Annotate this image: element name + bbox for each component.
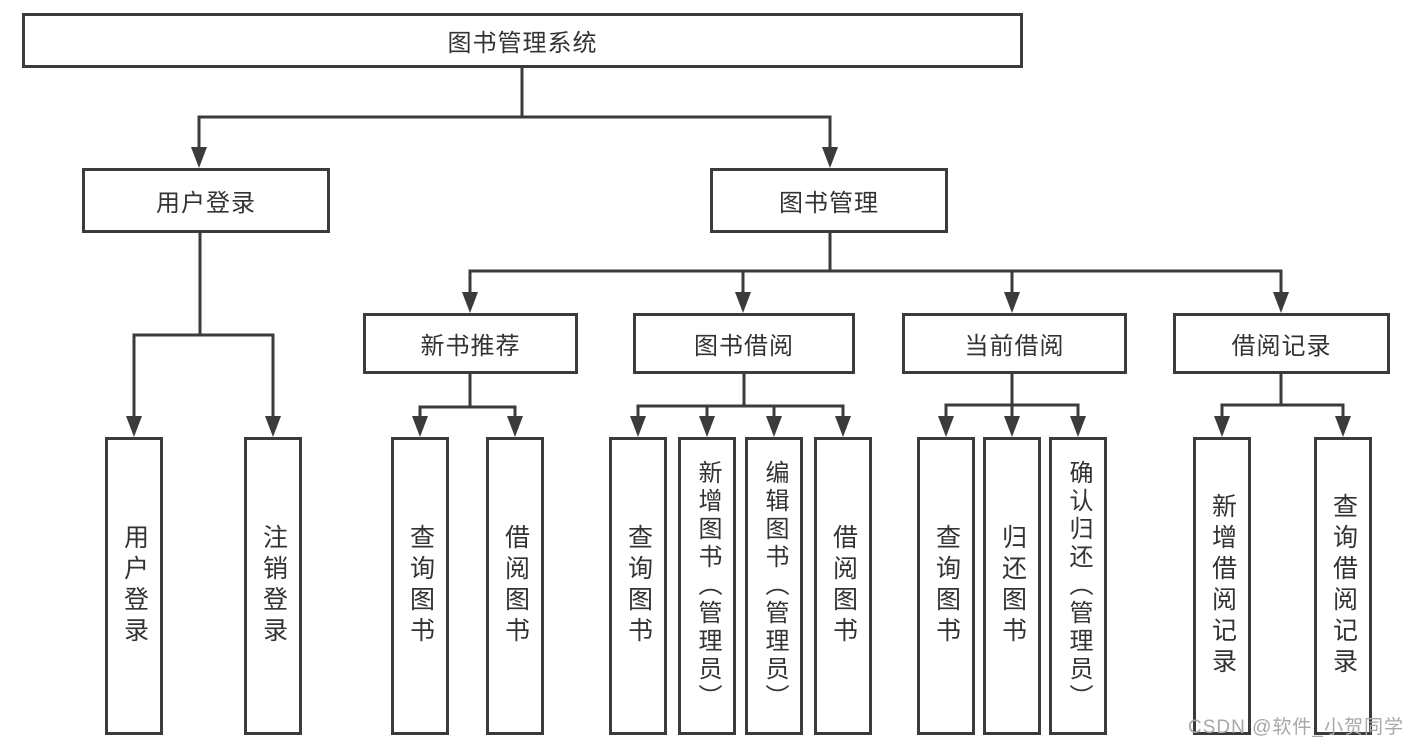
leaf-add-borrow-record-label: 新增借阅记录 bbox=[1208, 493, 1237, 679]
leaf-query-books-recommend: 查询图书 bbox=[391, 437, 449, 735]
leaf-user-login-label: 用户登录 bbox=[120, 524, 149, 648]
leaf-query-borrow-record: 查询借阅记录 bbox=[1314, 437, 1372, 735]
leaf-logout-label: 注销登录 bbox=[259, 524, 288, 648]
leaf-borrow-books-recommend: 借阅图书 bbox=[486, 437, 544, 735]
leaf-return-books: 归还图书 bbox=[983, 437, 1041, 735]
node-current-borrowing-label: 当前借阅 bbox=[964, 333, 1065, 360]
leaf-confirm-return-admin-label: 确认归还（管理员） bbox=[1065, 460, 1092, 712]
node-book-borrowing-label: 图书借阅 bbox=[694, 333, 794, 360]
leaf-add-borrow-record: 新增借阅记录 bbox=[1193, 437, 1251, 735]
node-book-management-label: 图书管理 bbox=[779, 190, 879, 217]
leaf-add-books-admin-label: 新增图书（管理员） bbox=[694, 460, 721, 712]
node-user-login-label: 用户登录 bbox=[156, 190, 256, 217]
node-new-book-recommend-label: 新书推荐 bbox=[420, 333, 521, 360]
node-user-login: 用户登录 bbox=[82, 168, 330, 233]
leaf-return-books-label: 归还图书 bbox=[998, 524, 1027, 648]
leaf-edit-books-admin-label: 编辑图书（管理员） bbox=[761, 460, 788, 712]
leaf-confirm-return-admin: 确认归还（管理员） bbox=[1049, 437, 1107, 735]
node-root-system: 图书管理系统 bbox=[22, 13, 1023, 68]
node-borrowing-records: 借阅记录 bbox=[1173, 313, 1390, 374]
node-root-label: 图书管理系统 bbox=[447, 30, 598, 57]
leaf-borrow-books: 借阅图书 bbox=[814, 437, 872, 735]
leaf-query-books-current-label: 查询图书 bbox=[932, 524, 961, 648]
node-book-borrowing: 图书借阅 bbox=[633, 313, 855, 374]
leaf-add-books-admin: 新增图书（管理员） bbox=[678, 437, 736, 735]
leaf-query-borrow-record-label: 查询借阅记录 bbox=[1329, 493, 1358, 679]
watermark: CSDN @软件_小贺同学 bbox=[1188, 717, 1404, 738]
leaf-query-books-current: 查询图书 bbox=[917, 437, 975, 735]
node-current-borrowing: 当前借阅 bbox=[902, 313, 1127, 374]
leaf-borrow-books-recommend-label: 借阅图书 bbox=[501, 524, 530, 648]
leaf-query-books-borrowing-label: 查询图书 bbox=[624, 524, 653, 648]
leaf-user-login: 用户登录 bbox=[105, 437, 163, 735]
leaf-query-books-recommend-label: 查询图书 bbox=[406, 524, 435, 648]
node-book-management: 图书管理 bbox=[710, 168, 948, 233]
arrowhead-icons bbox=[126, 147, 1351, 437]
leaf-logout: 注销登录 bbox=[244, 437, 302, 735]
node-borrowing-records-label: 借阅记录 bbox=[1231, 333, 1332, 360]
leaf-edit-books-admin: 编辑图书（管理员） bbox=[745, 437, 803, 735]
node-new-book-recommend: 新书推荐 bbox=[363, 313, 578, 374]
leaf-borrow-books-label: 借阅图书 bbox=[829, 524, 858, 648]
leaf-query-books-borrowing: 查询图书 bbox=[609, 437, 667, 735]
